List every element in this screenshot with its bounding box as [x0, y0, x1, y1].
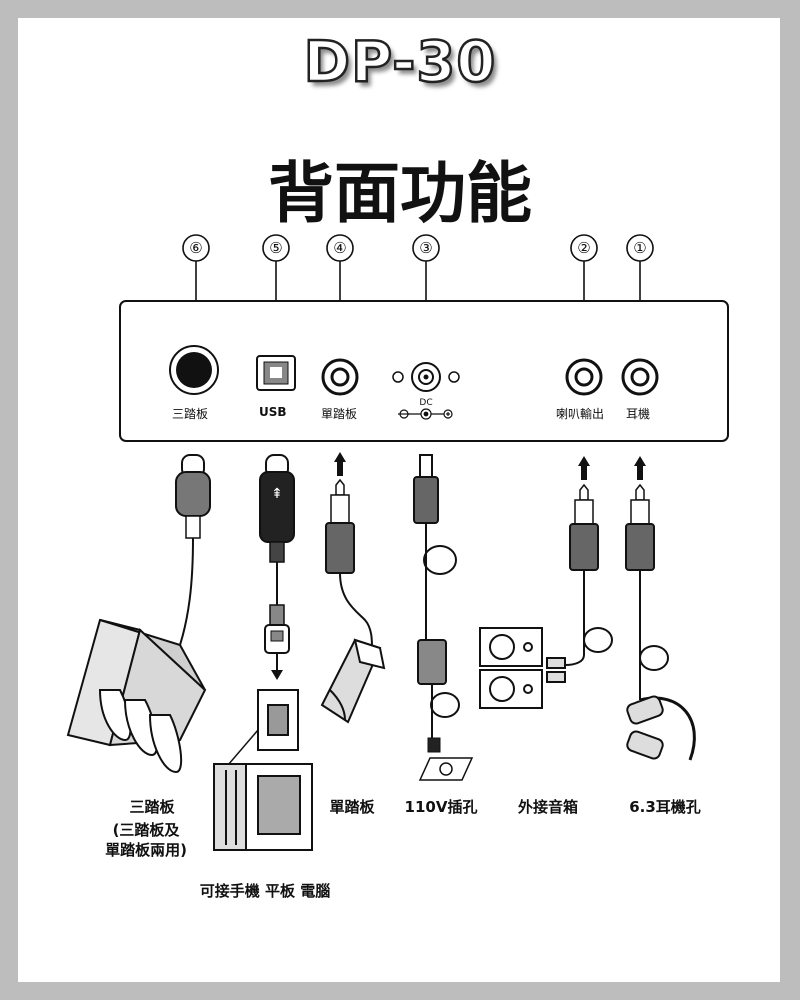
- single-pedal-unit: [320, 638, 386, 724]
- card-background: [18, 18, 780, 982]
- number-circle-6: [182, 234, 210, 262]
- triple-pedal-jack-hole: [176, 352, 212, 388]
- port-number-6: ⑥: [189, 239, 203, 257]
- port-label-triple-pedal: 三踏板: [172, 407, 209, 421]
- product-title: DP-30: [302, 29, 497, 97]
- caption-single-pedal: 單踏板: [329, 798, 375, 816]
- caption-headphone: 6.3耳機孔: [629, 798, 701, 816]
- dc-label: DC: [419, 398, 432, 408]
- power-cable: [413, 454, 474, 781]
- speakers-icon: [479, 627, 566, 709]
- svg-text:⇞: ⇞: [271, 486, 283, 502]
- number-circle-5: [262, 234, 290, 262]
- devices-icon: [213, 763, 313, 851]
- caption-power: 110V插孔: [404, 798, 478, 816]
- port-number-5: ⑤: [269, 239, 283, 257]
- port-number-2: ②: [577, 239, 591, 257]
- single-pedal-cable: [325, 452, 373, 649]
- speaker-cable: [564, 456, 613, 666]
- port-label-usb: USB: [259, 405, 287, 419]
- triple-pedal-plug: [174, 454, 211, 661]
- port-label-speaker-out: 喇叭輸出: [556, 407, 605, 421]
- port-number-3: ③: [419, 239, 433, 257]
- number-circle-2: [570, 234, 598, 262]
- port-label-single-pedal: 單踏板: [321, 407, 358, 421]
- port-number-4: ④: [333, 239, 347, 257]
- headphones-icon: [626, 695, 696, 761]
- caption-triple-pedal: 三踏板: [129, 798, 175, 816]
- number-circle-3: [412, 234, 440, 262]
- caption-speakers: 外接音箱: [517, 798, 578, 816]
- port-number-1: ①: [633, 239, 647, 257]
- number-circle-1: [626, 234, 654, 262]
- port-label-headphone: 耳機: [626, 407, 651, 421]
- page-subtitle: 背面功能: [268, 155, 532, 232]
- caption-devices: 可接手機 平板 電腦: [199, 882, 331, 900]
- caption-triple-pedal-note: (三踏板及 單踏板兩用): [105, 821, 187, 859]
- dc-polarity-icon: [398, 408, 453, 420]
- triple-pedal-unit: [66, 618, 207, 774]
- usb-port-tongue: [270, 367, 282, 378]
- headphone-cable: [625, 456, 669, 700]
- usb-cable: ⇞: [227, 454, 299, 766]
- number-circle-4: [326, 234, 354, 262]
